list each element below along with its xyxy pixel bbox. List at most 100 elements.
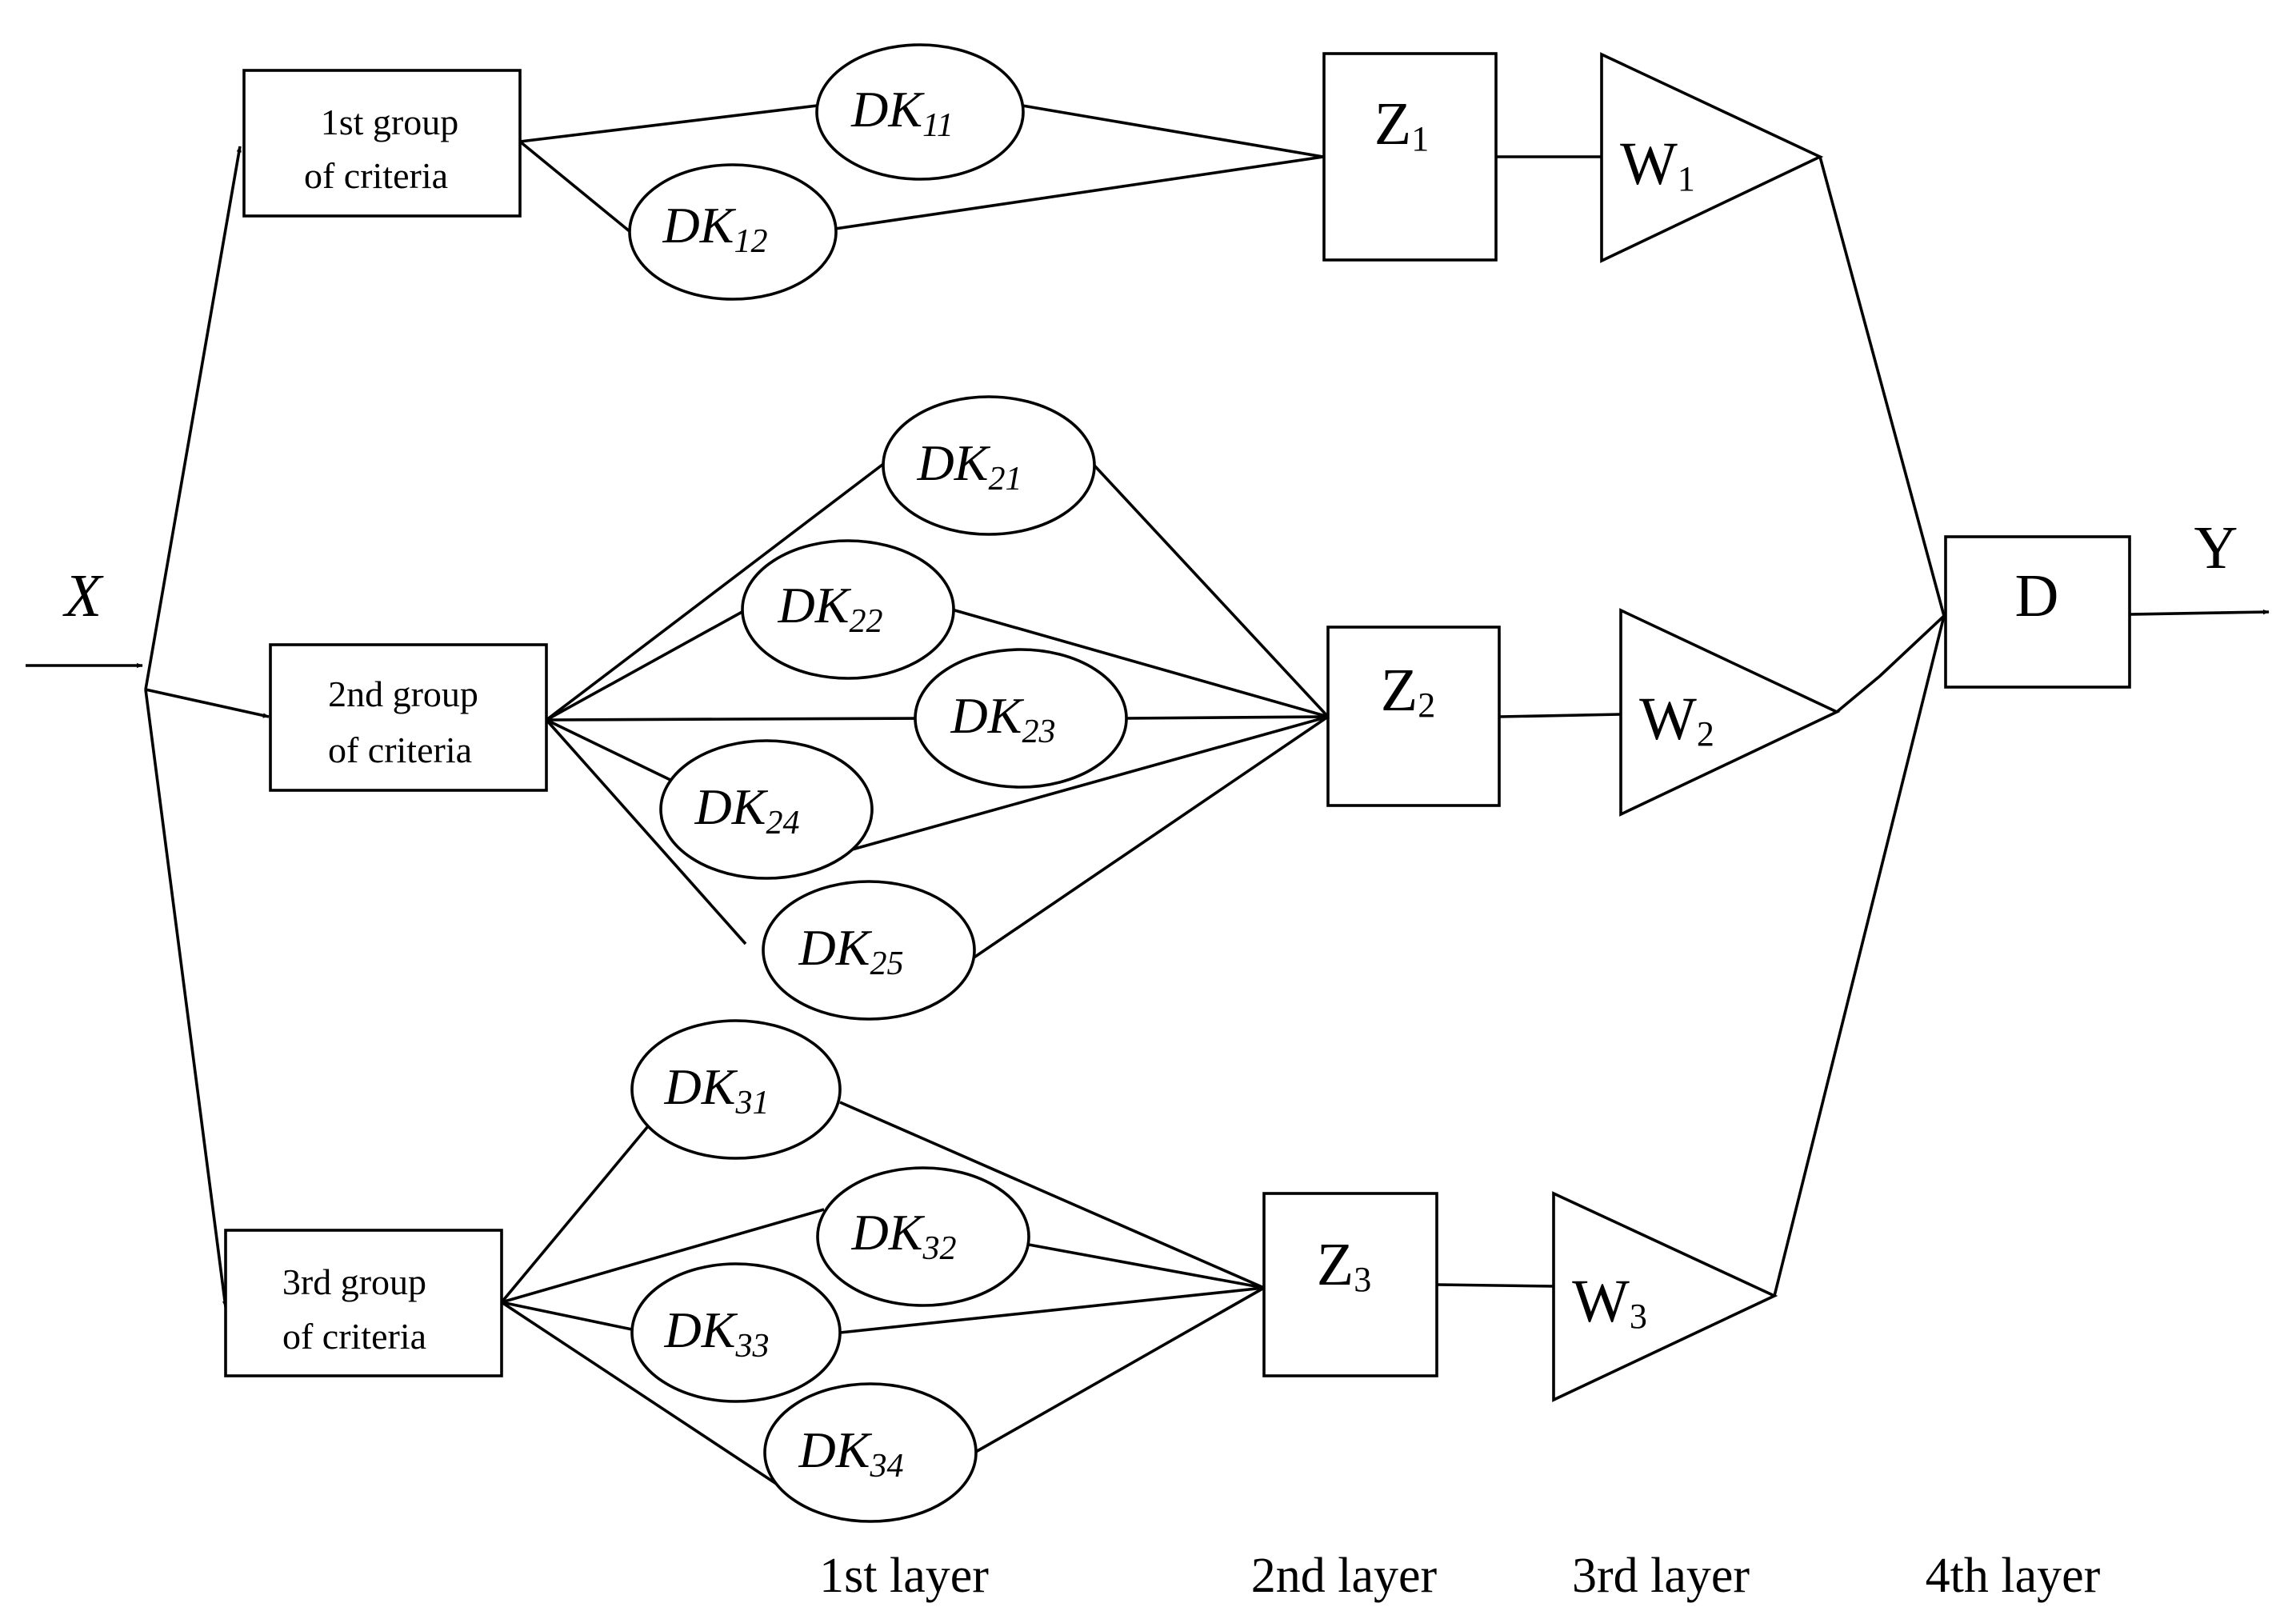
edge-dk21-z2 [1093, 464, 1330, 718]
z-node-3: Z3 [1262, 1192, 1438, 1377]
criterion-dk34: DK34 [763, 1382, 978, 1523]
svg-text:DK22: DK22 [778, 577, 883, 640]
criterion-dk11-sub: 11 [922, 107, 954, 144]
edge-dk31-z3 [839, 1101, 1265, 1289]
group-box-1-line2: of criteria [304, 155, 448, 196]
layer-label-4: 4th layer [1926, 1549, 2101, 1603]
criterion-dk34-base: DK [798, 1421, 873, 1478]
criterion-dk25: DK25 [762, 880, 976, 1021]
edge-g3-dk31 [500, 1115, 658, 1304]
svg-text:DK31: DK31 [664, 1058, 770, 1121]
criterion-dk33: DK33 [630, 1262, 842, 1403]
layer-label-3: 3rd layer [1572, 1549, 1750, 1603]
criterion-dk25-sub: 25 [870, 945, 903, 982]
edge-g2-dk23 [546, 717, 919, 722]
edge-g3-dk34 [501, 1301, 783, 1489]
w-node-3-sub: 3 [1630, 1297, 1647, 1336]
svg-text:DK34: DK34 [798, 1421, 904, 1485]
arrow-to-group-1 [144, 146, 242, 690]
criterion-dk22-sub: 22 [849, 603, 882, 640]
edge-dk33-z3 [839, 1286, 1265, 1334]
group-box-1: 1st group of criteria [242, 69, 522, 218]
criterion-dk33-sub: 33 [734, 1328, 769, 1365]
criterion-dk22: DK22 [741, 539, 955, 680]
svg-text:DK33: DK33 [664, 1301, 770, 1365]
output-label: Y [2194, 514, 2238, 582]
input-label: X [62, 562, 104, 630]
svg-text:W3: W3 [1572, 1268, 1647, 1336]
edge-dk25-z2 [971, 715, 1330, 960]
edge-g2-dk21 [545, 450, 901, 722]
svg-text:DK32: DK32 [851, 1204, 957, 1267]
criterion-dk32: DK32 [816, 1166, 1030, 1307]
layer-label-1: 1st layer [819, 1549, 989, 1603]
svg-text:DK12: DK12 [662, 197, 768, 260]
arrow-to-group-2 [145, 688, 270, 718]
edge-dk23-z2 [1124, 715, 1329, 720]
group-box-1-line1: 1st group [321, 102, 459, 142]
svg-text:Z2: Z2 [1381, 657, 1435, 725]
criterion-dk22-base: DK [778, 577, 852, 634]
criterion-dk32-base: DK [851, 1204, 926, 1261]
criterion-dk31-base: DK [664, 1058, 738, 1115]
criterion-dk24-base: DK [694, 778, 769, 835]
svg-text:DK23: DK23 [950, 687, 1056, 750]
edge-dk22-z2 [951, 608, 1329, 718]
d-node: D [1944, 535, 2131, 689]
layer-label-2: 2nd layer [1251, 1549, 1438, 1603]
svg-text:DK24: DK24 [694, 778, 800, 841]
criterion-dk21: DK21 [882, 395, 1096, 536]
edge-dk12-z1 [834, 155, 1324, 230]
criterion-dk31-sub: 31 [734, 1085, 769, 1121]
z-node-3-sub: 3 [1354, 1260, 1371, 1299]
svg-text:W1: W1 [1620, 130, 1695, 198]
connectors [26, 104, 2270, 1489]
edge-g1-dk12 [518, 140, 632, 234]
w-node-3-base: W [1572, 1268, 1630, 1335]
criterion-dk11: DK11 [815, 43, 1025, 181]
criterion-dk25-base: DK [798, 919, 873, 976]
arrow-to-group-3 [144, 689, 228, 1308]
edge-g1-dk11 [519, 104, 818, 143]
edge-z3-w3 [1436, 1283, 1554, 1288]
edge-z2-w2 [1498, 713, 1622, 718]
edge-dk11-z1 [1022, 104, 1324, 158]
group-box-2: 2nd group of criteria [269, 643, 548, 792]
criterion-dk12-base: DK [662, 197, 737, 254]
z-node-1: Z1 [1322, 52, 1498, 262]
criterion-dk12: DK12 [628, 163, 838, 301]
svg-text:W2: W2 [1639, 686, 1714, 754]
edge-w2-d [1835, 614, 1946, 714]
edge-g2-dk22 [546, 608, 747, 722]
svg-text:Z3: Z3 [1317, 1231, 1371, 1299]
criterion-dk12-sub: 12 [734, 223, 767, 260]
d-node-label: D [2015, 562, 2059, 630]
edge-g3-dk33 [501, 1301, 633, 1331]
group-box-3-line2: of criteria [282, 1316, 426, 1357]
criterion-dk31: DK31 [630, 1019, 842, 1160]
group-box-3: 3rd group of criteria [224, 1229, 503, 1377]
svg-text:DK11: DK11 [850, 81, 954, 144]
z-node-2-base: Z [1381, 657, 1418, 724]
w-node-1-sub: 1 [1678, 159, 1695, 198]
w-node-2: W2 [1619, 608, 1841, 817]
criterion-dk24: DK24 [659, 739, 874, 880]
z-node-2: Z2 [1326, 626, 1501, 807]
w-node-1: W1 [1600, 52, 1824, 263]
group-box-3-line1: 3rd group [282, 1261, 426, 1302]
edge-g2-dk25 [545, 718, 747, 945]
edge-dk34-z3 [974, 1286, 1265, 1454]
criterion-dk32-sub: 32 [922, 1230, 956, 1267]
criterion-dk23-sub: 23 [1022, 714, 1055, 750]
w-node-3: W3 [1552, 1191, 1778, 1402]
criterion-dk21-sub: 21 [988, 461, 1022, 498]
group-box-2-line2: of criteria [328, 730, 472, 770]
output-arrow [2129, 609, 2270, 616]
z-node-1-sub: 1 [1411, 119, 1429, 158]
edge-g3-dk32 [501, 1208, 825, 1304]
svg-text:DK25: DK25 [798, 919, 904, 982]
criterion-dk33-base: DK [664, 1301, 738, 1358]
group-box-2-line1: 2nd group [328, 674, 478, 714]
criterion-dk21-base: DK [917, 434, 991, 491]
